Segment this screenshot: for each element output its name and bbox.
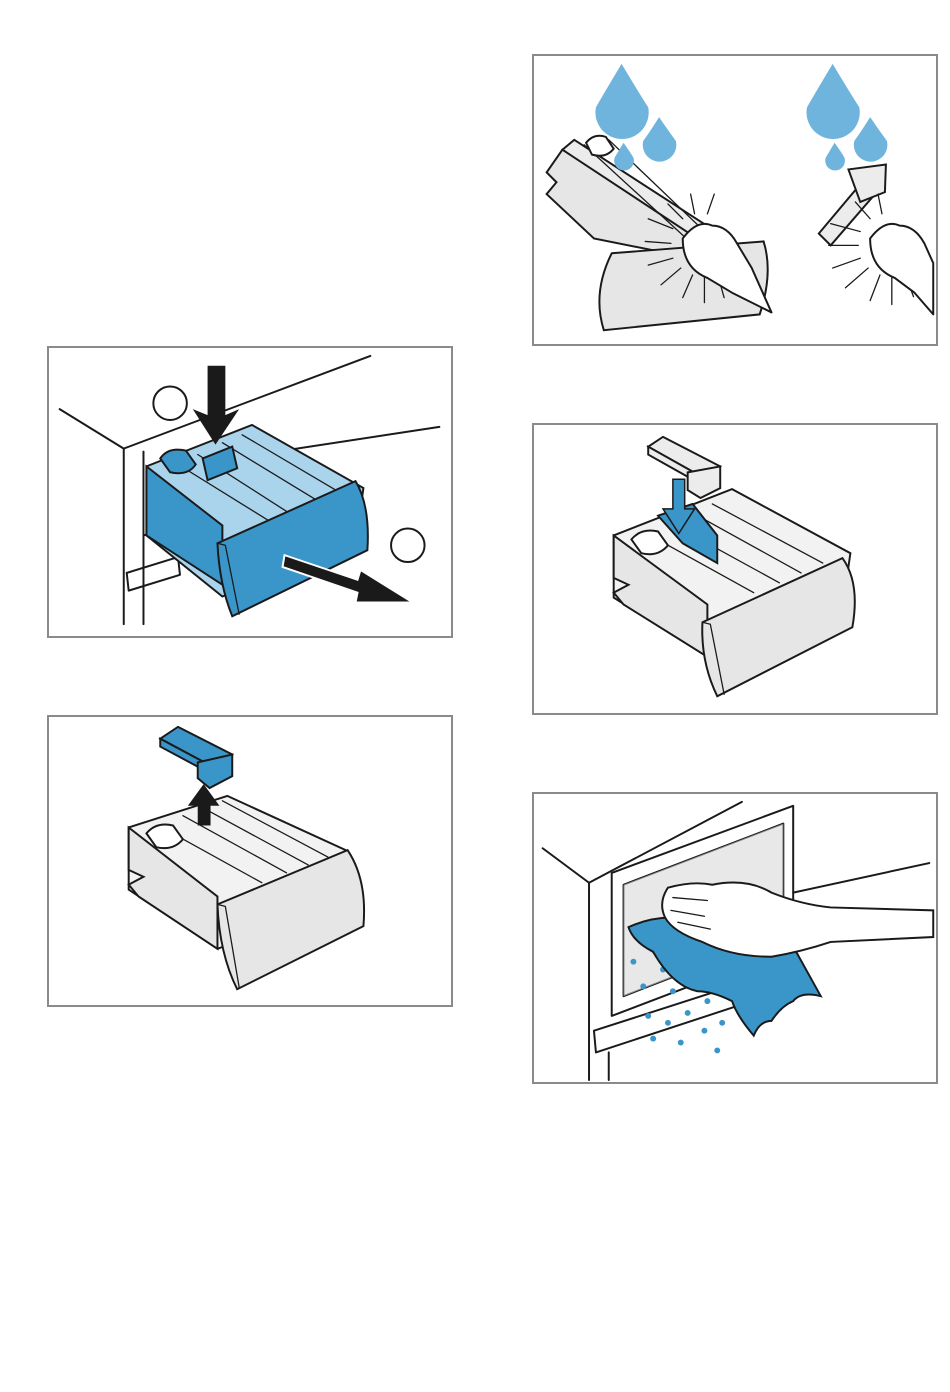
step-circle-1-icon [153, 386, 187, 420]
dispenser-drawer [614, 489, 855, 696]
dispenser-drawer [547, 136, 768, 330]
figure-wipe-compartment [532, 792, 938, 1084]
figure-remove-insert [47, 715, 453, 1007]
softener-insert [160, 727, 232, 788]
clean-parts-illustration [534, 56, 936, 344]
figure-remove-drawer [47, 346, 453, 638]
water-drop-icon [595, 64, 887, 171]
dispenser-drawer [129, 796, 364, 989]
wipe-compartment-illustration [534, 794, 936, 1082]
remove-drawer-illustration [49, 348, 451, 636]
figure-refit-insert [532, 423, 938, 715]
dispenser-drawer [146, 425, 367, 616]
step-circle-2-icon [391, 528, 425, 562]
refit-insert-illustration [534, 425, 936, 713]
remove-insert-illustration [49, 717, 451, 1005]
figure-clean-parts [532, 54, 938, 346]
